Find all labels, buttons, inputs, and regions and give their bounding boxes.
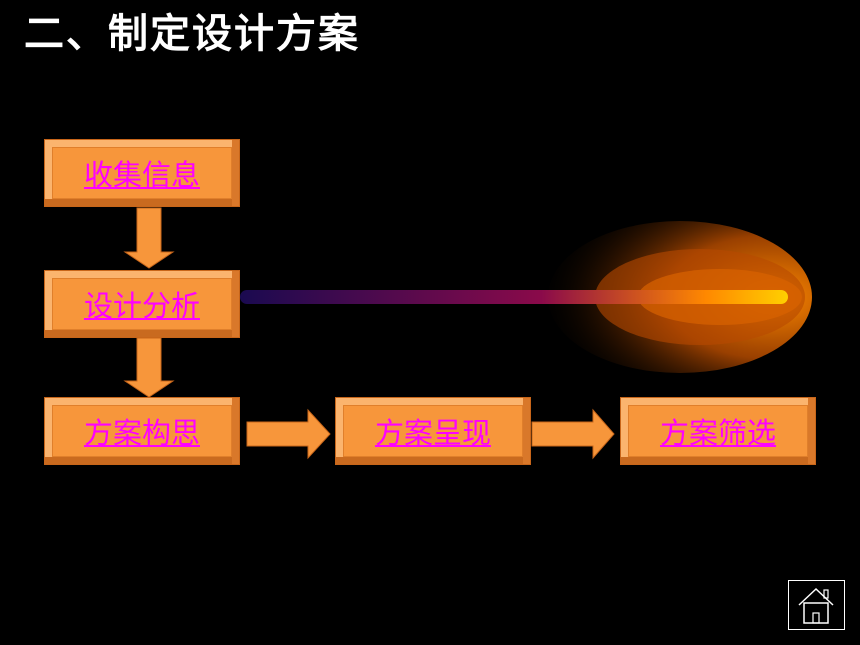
step-box-design-analysis[interactable]: 设计分析 xyxy=(44,270,240,338)
box-bevel xyxy=(45,199,239,206)
box-bevel xyxy=(232,140,239,206)
step-box-selection[interactable]: 方案筛选 xyxy=(620,397,816,465)
box-bevel xyxy=(45,330,239,337)
step-box-concept[interactable]: 方案构思 xyxy=(44,397,240,465)
home-icon xyxy=(798,587,834,624)
step-link-concept[interactable]: 方案构思 xyxy=(83,416,200,450)
box-bevel xyxy=(523,398,530,464)
step-link-selection[interactable]: 方案筛选 xyxy=(659,416,776,450)
step-box-collect-info[interactable]: 收集信息 xyxy=(44,139,240,207)
box-bevel xyxy=(45,457,239,464)
step-box-presentation[interactable]: 方案呈现 xyxy=(335,397,531,465)
box-bevel xyxy=(621,457,815,464)
slide-title: 二、制定设计方案 xyxy=(24,11,360,57)
box-bevel xyxy=(336,457,530,464)
step-link-presentation[interactable]: 方案呈现 xyxy=(374,416,491,450)
box-bevel xyxy=(808,398,815,464)
step-link-design-analysis[interactable]: 设计分析 xyxy=(83,289,200,323)
box-bevel xyxy=(232,398,239,464)
home-button[interactable] xyxy=(788,580,845,630)
box-bevel xyxy=(232,271,239,337)
step-link-collect-info[interactable]: 收集信息 xyxy=(83,158,200,192)
